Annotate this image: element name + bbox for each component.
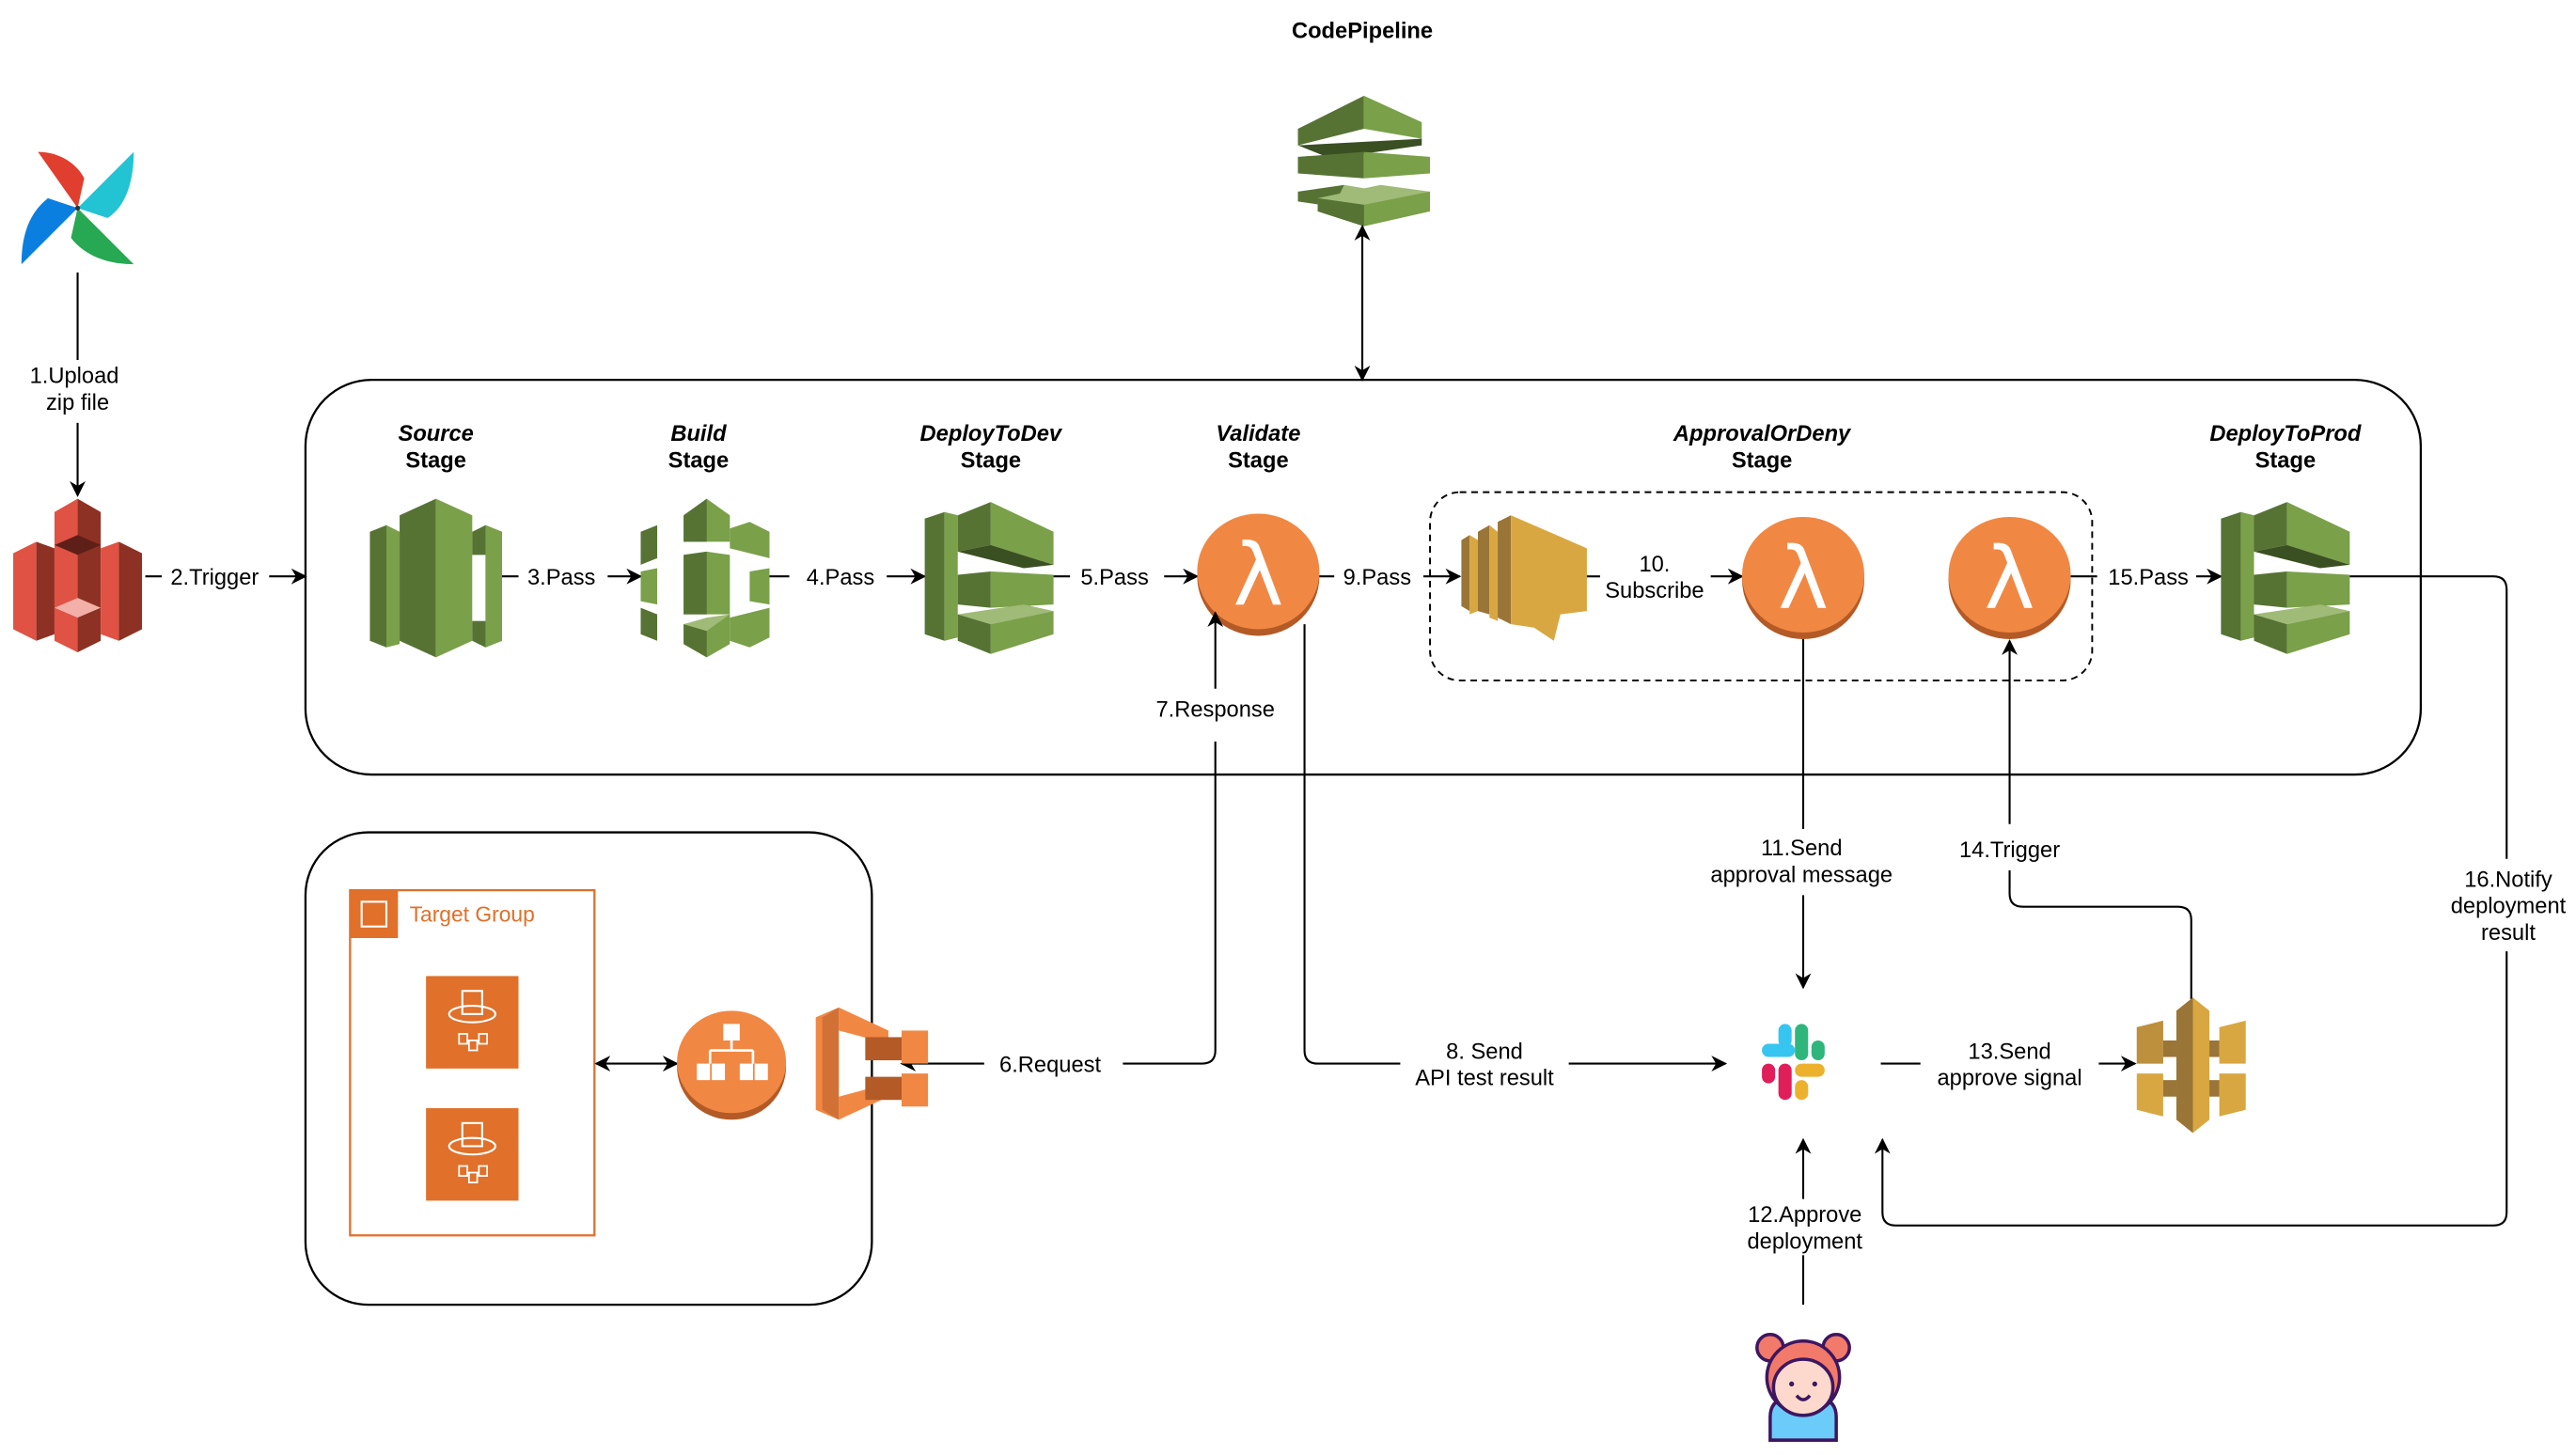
step-9-label: 9.Pass: [1343, 566, 1411, 590]
edge-step-8-upper: [1303, 624, 1401, 1065]
step-6-label: 6.Request: [999, 1053, 1101, 1077]
step-12-label-line1: 12.Approve: [1748, 1203, 1861, 1228]
stage-deploytoprod-title: DeployToProd Stage: [2209, 422, 2362, 473]
svg-text:DeployToProd: DeployToProd: [2209, 422, 2362, 446]
svg-text:Stage: Stage: [961, 448, 1022, 473]
step-2-label: 2.Trigger: [170, 566, 259, 590]
target-group-label: Target Group: [410, 901, 535, 926]
edge-step-16-upper: [2349, 575, 2508, 859]
svg-text:Source: Source: [399, 422, 474, 446]
svg-text:λ: λ: [1233, 524, 1283, 625]
ecs-cluster-container: [304, 831, 873, 1306]
step-10-label-line2: Subscribe: [1605, 579, 1704, 603]
step-15-label: 15.Pass: [2108, 566, 2189, 590]
lambda-validate-icon[interactable]: λ: [1197, 513, 1320, 636]
fargate-task-icon[interactable]: [426, 1108, 519, 1201]
codepipeline-title: CodePipeline: [1292, 19, 1433, 43]
stage-build-title: Build Stage: [668, 422, 730, 473]
step-14-label: 14.Trigger: [1959, 838, 2060, 863]
fargate-task-icon[interactable]: [426, 976, 519, 1069]
step-1-label-line2: zip file: [46, 391, 109, 415]
svg-text:Build: Build: [670, 422, 727, 446]
svg-text:Validate: Validate: [1216, 422, 1300, 446]
approval-group: [1429, 491, 2094, 681]
stage-deploytodev-title: DeployToDev Stage: [920, 422, 1063, 473]
edge-step-7-lower: [1123, 741, 1217, 1065]
step-13-label-line1: 13.Send: [1968, 1040, 2050, 1064]
ecs-icon[interactable]: [815, 1007, 929, 1120]
step-7-label: 7.Response: [1155, 698, 1274, 723]
step-8-label-line1: 8. Send: [1446, 1040, 1523, 1064]
edge-step-14-lower: [2008, 869, 2192, 1000]
svg-text:Stage: Stage: [668, 448, 730, 473]
codebuild-icon[interactable]: [640, 498, 770, 658]
codedeploy-prod-icon[interactable]: [2221, 502, 2350, 654]
step-1-label-line1: 1.Upload: [30, 365, 119, 389]
target-group-box: [349, 888, 596, 1237]
airflow-pinwheel-icon[interactable]: [21, 151, 134, 265]
step-16-label-line3: result: [2481, 921, 2536, 946]
svg-text:Stage: Stage: [1228, 448, 1289, 473]
stage-source-title: Source Stage: [399, 422, 474, 473]
step-11-label-line1: 11.Send: [1761, 837, 1843, 861]
slack-icon[interactable]: [1762, 1024, 1825, 1101]
ec2-chip-icon: [350, 890, 399, 939]
step-16-label-line2: deployment: [2451, 895, 2567, 919]
svg-text:Stage: Stage: [405, 448, 466, 473]
stage-approvalordeny-title: ApprovalOrDeny Stage: [1673, 422, 1852, 473]
sns-icon[interactable]: [1461, 515, 1587, 641]
step-12-label-line2: deployment: [1747, 1229, 1862, 1254]
approver-avatar-icon[interactable]: [1755, 1332, 1851, 1442]
svg-text:DeployToDev: DeployToDev: [920, 422, 1063, 446]
edge-step-16-lower: [1874, 951, 2508, 1227]
step-5-label: 5.Pass: [1080, 566, 1148, 590]
step-16-label-line1: 16.Notify: [2464, 868, 2552, 893]
lambda-approval-handler-icon[interactable]: λ: [1948, 516, 2071, 639]
svg-text:λ: λ: [1985, 528, 2035, 629]
s3-bucket-icon[interactable]: [13, 498, 143, 653]
step-8-label-line2: API test result: [1415, 1066, 1554, 1090]
api-gateway-icon[interactable]: [2136, 997, 2246, 1134]
load-balancer-icon[interactable]: [677, 1010, 787, 1120]
step-10-label-line1: 10.: [1639, 553, 1670, 577]
step-13-label-line2: approve signal: [1937, 1066, 2081, 1090]
lambda-approval-message-icon[interactable]: λ: [1742, 516, 1864, 639]
codedeploy-dev-icon[interactable]: [924, 502, 1054, 654]
svg-text:ApprovalOrDeny: ApprovalOrDeny: [1673, 422, 1852, 446]
svg-text:λ: λ: [1778, 528, 1829, 629]
step-4-label: 4.Pass: [807, 566, 874, 590]
stage-validate-title: Validate Stage: [1216, 422, 1300, 473]
svg-text:Stage: Stage: [2255, 448, 2317, 473]
svg-text:Stage: Stage: [1732, 448, 1793, 473]
step-11-label-line2: approval message: [1710, 863, 1893, 887]
step-3-label: 3.Pass: [527, 566, 595, 590]
codepipeline-icon[interactable]: [1297, 95, 1431, 227]
codecommit-icon[interactable]: [369, 498, 502, 658]
